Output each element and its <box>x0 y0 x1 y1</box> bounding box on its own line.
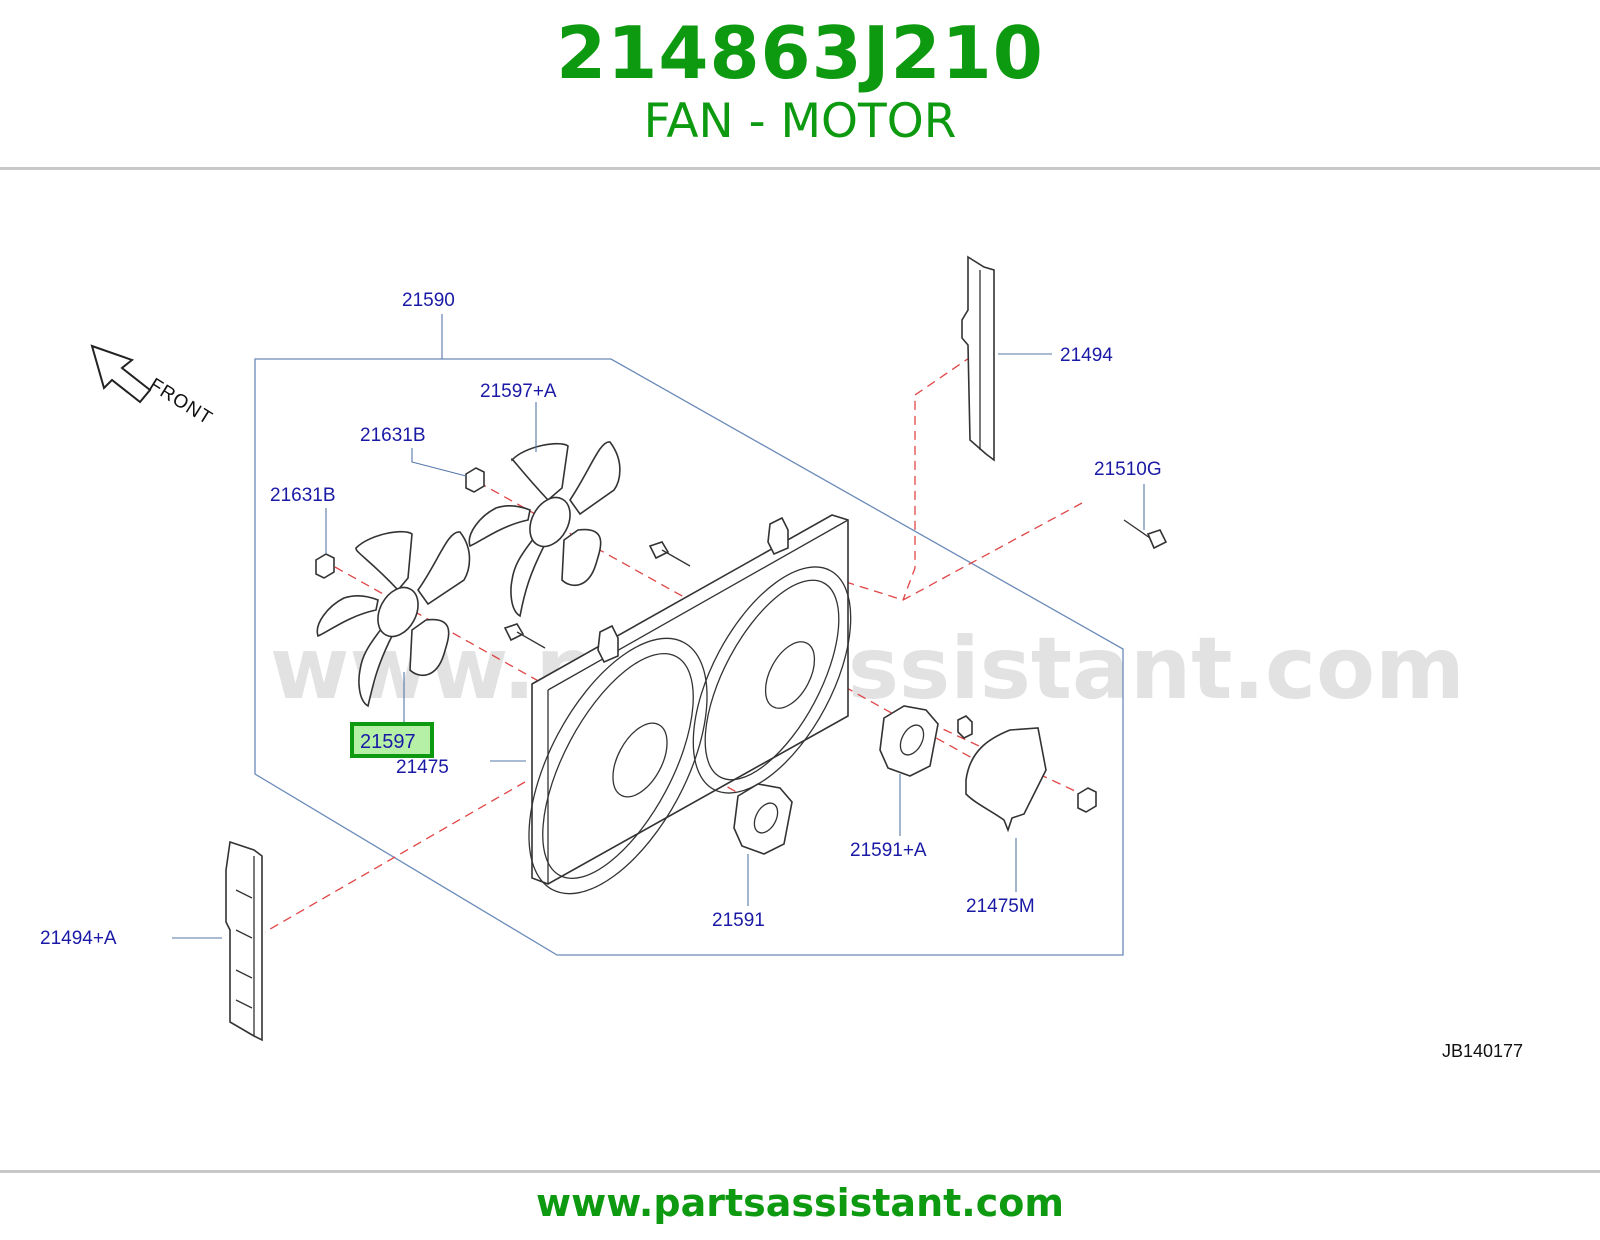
callout-21597a[interactable]: 21597+A <box>480 381 557 402</box>
nut-lower-21631b <box>315 553 335 579</box>
header: 214863J210 FAN - MOTOR <box>0 0 1600 168</box>
bolt-21510g <box>1123 519 1168 550</box>
top-divider <box>0 167 1600 170</box>
upper-shroud-plate-21494 <box>961 255 995 462</box>
callout-21494a[interactable]: 21494+A <box>40 928 117 949</box>
front-label: FRONT <box>145 374 216 429</box>
nut-cover <box>1077 787 1097 813</box>
bottom-divider <box>0 1170 1600 1173</box>
part-name-subtitle: FAN - MOTOR <box>643 94 957 149</box>
front-arrow-icon <box>90 344 152 404</box>
highlight-box <box>350 722 434 758</box>
callout-21597[interactable]: 21597 <box>360 731 416 753</box>
dashline-shroud-top <box>902 355 973 601</box>
watermark-text: www.partsassistant.com <box>270 619 1465 719</box>
dashline-shroud-bottom <box>264 781 526 933</box>
fan-shroud-21475 <box>528 514 852 895</box>
callout-21475[interactable]: 21475 <box>396 757 449 778</box>
parts-diagram-svg: www.partsassistant.com FRONT <box>40 255 1523 1061</box>
diagram-reference-code: JB140177 <box>1442 1041 1523 1061</box>
dashline-bolt-right <box>845 502 1083 601</box>
bolt-upper <box>648 541 691 567</box>
part-number-title: 214863J210 <box>556 11 1044 95</box>
callout-21494[interactable]: 21494 <box>1060 345 1113 366</box>
callout-21590[interactable]: 21590 <box>402 290 455 311</box>
lower-fan-21597 <box>316 530 471 708</box>
upper-fan-21597a <box>468 441 621 618</box>
callout-21591a[interactable]: 21591+A <box>850 840 927 861</box>
callout-21597-highlighted[interactable]: 21597 <box>350 722 434 758</box>
parts-diagram: www.partsassistant.com FRONT <box>0 170 1600 1170</box>
bolt-lower <box>503 623 546 649</box>
callout-21631b-lower[interactable]: 21631B <box>270 485 336 506</box>
footer-url[interactable]: www.partsassistant.com <box>536 1181 1064 1225</box>
lower-shroud-plate-21494a <box>225 840 263 1042</box>
callout-21591[interactable]: 21591 <box>712 910 765 931</box>
motor-21591 <box>733 783 793 855</box>
motor-cover-21475m <box>965 727 1047 833</box>
callout-21631b-upper[interactable]: 21631B <box>360 425 426 446</box>
leader-21631b-upper <box>411 448 467 477</box>
motor-21591a <box>879 705 973 777</box>
callout-21510g[interactable]: 21510G <box>1094 459 1162 480</box>
callout-21475m[interactable]: 21475M <box>966 896 1035 917</box>
assembly-outline <box>254 358 1124 956</box>
nut-upper-21631b <box>465 467 485 493</box>
